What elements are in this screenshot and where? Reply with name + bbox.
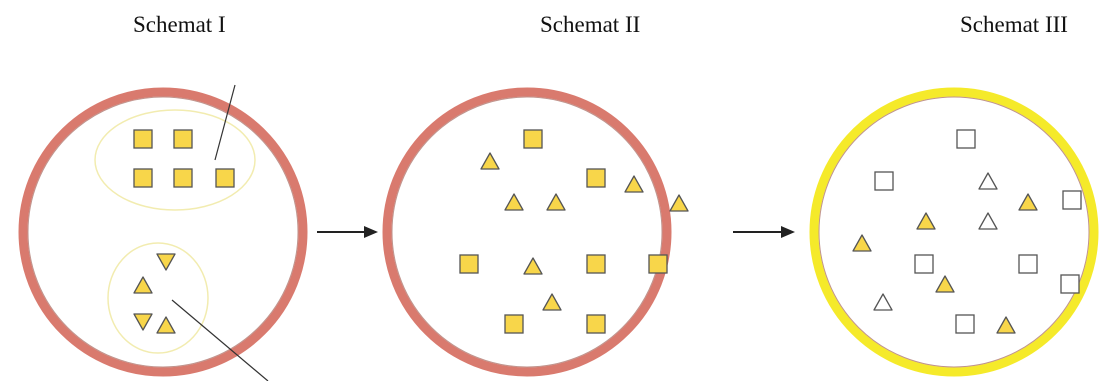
pointer-line-top	[214, 84, 236, 161]
square-icon	[133, 129, 153, 149]
triangle-icon	[852, 234, 872, 252]
square-icon	[215, 168, 235, 188]
triangle-icon	[978, 212, 998, 230]
square-icon	[1062, 190, 1082, 210]
group-outline-bottom	[107, 242, 209, 354]
schema-title-2: Schemat II	[540, 12, 641, 37]
group-outline-top	[94, 109, 256, 211]
cell-schema-1	[18, 87, 308, 377]
inverted-triangle-icon	[156, 253, 176, 271]
square-icon	[459, 254, 479, 274]
triangle-icon	[542, 293, 562, 311]
triangle-icon	[978, 172, 998, 190]
inverted-triangle-icon	[133, 313, 153, 331]
triangle-icon	[873, 293, 893, 311]
square-icon	[914, 254, 934, 274]
square-icon	[874, 171, 894, 191]
triangle-icon	[935, 275, 955, 293]
square-icon	[648, 254, 668, 274]
arrow-head-icon	[781, 226, 795, 238]
schema-title-3: Schemat III	[960, 12, 1068, 37]
cell-schema-3-inner-edge	[818, 96, 1090, 368]
triangle-icon	[523, 257, 543, 275]
pointer-line-bottom	[171, 299, 269, 381]
square-icon	[586, 314, 606, 334]
arrows-layer	[171, 84, 795, 381]
square-icon	[504, 314, 524, 334]
arrow-head-icon	[364, 226, 378, 238]
cell-schema-3	[809, 87, 1099, 377]
triangle-icon	[669, 194, 689, 212]
square-icon	[956, 129, 976, 149]
triangle-icon	[916, 212, 936, 230]
shapes-layer	[133, 129, 1082, 334]
square-icon	[1060, 274, 1080, 294]
square-icon	[173, 129, 193, 149]
cell-schema-1-inner-edge	[27, 96, 299, 368]
triangle-icon	[504, 193, 524, 211]
triangle-icon	[133, 276, 153, 294]
square-icon	[586, 168, 606, 188]
triangle-icon	[156, 316, 176, 334]
square-icon	[955, 314, 975, 334]
cell-schema-2-inner-edge	[391, 96, 663, 368]
cell-schema-2	[382, 87, 672, 377]
square-icon	[133, 168, 153, 188]
triangle-icon	[1018, 193, 1038, 211]
square-icon	[1018, 254, 1038, 274]
cells-layer	[18, 87, 1099, 377]
square-icon	[586, 254, 606, 274]
triangle-icon	[546, 193, 566, 211]
schema-title-1: Schemat I	[133, 12, 226, 37]
triangle-icon	[480, 152, 500, 170]
square-icon	[523, 129, 543, 149]
square-icon	[173, 168, 193, 188]
triangle-icon	[996, 316, 1016, 334]
triangle-icon	[624, 175, 644, 193]
